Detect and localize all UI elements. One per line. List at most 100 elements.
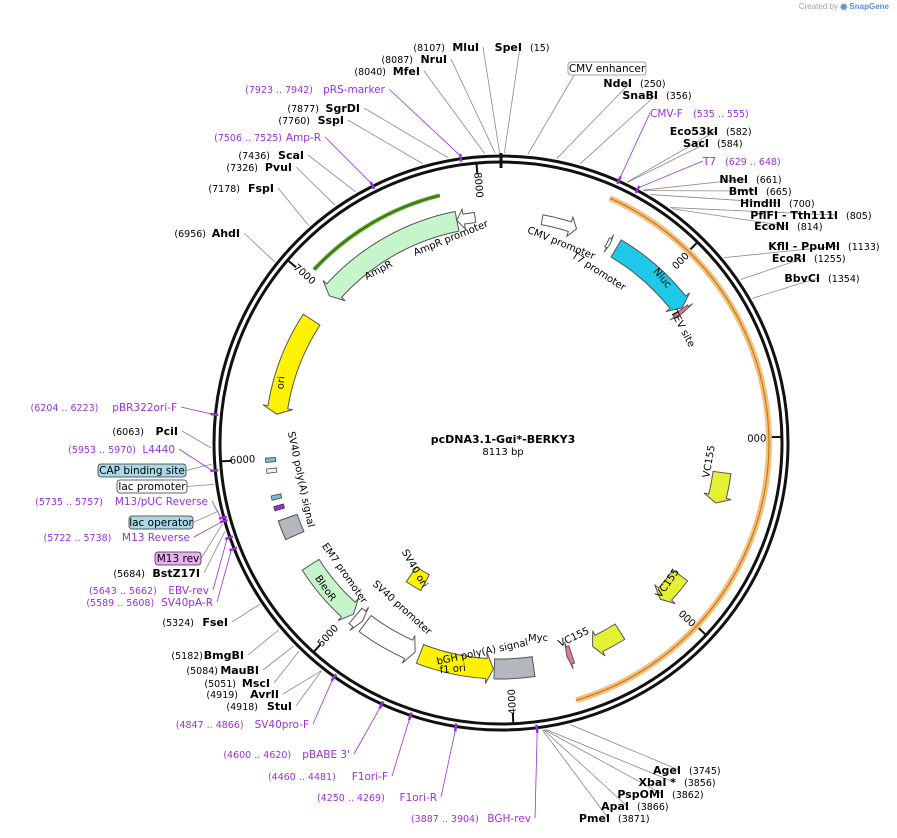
leader-primer-prs-marker	[388, 88, 461, 157]
site-pcii[interactable]: PciI(6063)	[112, 425, 178, 438]
primer-m13-reverse[interactable]: M13 Reverse(5722 .. 5738)	[44, 532, 190, 544]
primer-pbr322ori-f[interactable]: pBR322ori-F(6204 .. 6223)	[31, 402, 177, 414]
leader-primer-cmv-f	[619, 112, 651, 179]
site-position: (3745)	[689, 766, 721, 777]
site-apai[interactable]: ApaI(3866)	[601, 800, 669, 813]
primer-l4440-mark	[210, 468, 219, 473]
site-scai[interactable]: ScaI(7436)	[238, 149, 304, 162]
boxed-label-lac-promoter[interactable]: lac promoter	[116, 479, 188, 494]
boxed-label-frame	[97, 463, 187, 478]
site-xbai[interactable]: XbaI *(3856)	[639, 776, 716, 789]
site-sgrdi[interactable]: SgrDI(7877)	[287, 102, 360, 115]
site-pflfi-tth111i[interactable]: PflFI - Tth111I(805)	[750, 209, 871, 222]
site-position: (7760)	[278, 116, 310, 127]
site-pmei[interactable]: PmeI(3871)	[579, 812, 650, 825]
site-eco53ki[interactable]: Eco53kI(582)	[670, 125, 752, 138]
feature-tev-site-3[interactable]	[669, 303, 694, 321]
primer-range: (5953 .. 5970)	[68, 445, 136, 456]
feature-vc155-5[interactable]	[654, 569, 689, 605]
tick-1000	[689, 241, 699, 251]
site-pvui[interactable]: PvuI(7326)	[226, 161, 292, 174]
primer-ebv-rev-mark	[224, 535, 234, 541]
site-position: (6956)	[174, 229, 206, 240]
site-position: (1354)	[828, 274, 860, 285]
primer-pbabe-3[interactable]: pBABE 3'(4600 .. 4620)	[223, 749, 350, 761]
site-fsei[interactable]: FseI(5324)	[162, 616, 228, 629]
site-avrii[interactable]: AvrII(4919)	[206, 688, 279, 701]
site-maubi[interactable]: MauBI(5084)	[186, 664, 259, 677]
site-agei[interactable]: AgeI(3745)	[653, 764, 721, 777]
boxed-label-cap-binding-site[interactable]: CAP binding site	[97, 463, 187, 478]
leader-site-ndei	[556, 82, 631, 159]
feature-vc155-4[interactable]	[703, 470, 732, 504]
site-fspi[interactable]: FspI(7178)	[208, 182, 274, 195]
primer-f1ori-f[interactable]: F1ori-F(4460 .. 4481)	[268, 771, 388, 783]
primer-f1ori-f-mark	[407, 712, 413, 721]
feature-t7-promoter-1[interactable]	[603, 234, 615, 253]
site-snabi[interactable]: SnaBI(356)	[622, 89, 691, 102]
feature-em7-promoter-12[interactable]	[348, 606, 370, 632]
features	[262, 207, 732, 684]
site-nrui[interactable]: NruI(8087)	[381, 53, 447, 66]
feature-f1-ori-9[interactable]	[415, 643, 494, 684]
site-nhei[interactable]: NheI(661)	[719, 173, 781, 186]
site-position: (1255)	[814, 254, 846, 265]
leader-site-avrii	[282, 670, 322, 695]
feature-myc-7[interactable]	[564, 641, 576, 669]
primer-amp-r[interactable]: Amp-R(7506 .. 7525)	[214, 132, 321, 144]
primer-t7[interactable]: T7(629 .. 648)	[702, 156, 781, 168]
site-saci[interactable]: SacI(584)	[683, 137, 743, 150]
leader-site-bmgbi	[247, 629, 280, 656]
site-stui[interactable]: StuI(4918)	[226, 700, 292, 713]
primer-sv40pro-f[interactable]: SV40pro-F(4847 .. 4866)	[176, 719, 309, 731]
feature-cmv-promoter-0[interactable]	[540, 214, 578, 238]
site-kfli-ppumi[interactable]: KflI - PpuMI(1133)	[768, 240, 879, 253]
leader-site-mlui	[482, 46, 501, 154]
site-ndei[interactable]: NdeI(250)	[603, 77, 665, 90]
site-mfei[interactable]: MfeI(8040)	[354, 65, 420, 78]
feature-ampr-promoter-17[interactable]	[456, 207, 477, 231]
primer-ebv-rev[interactable]: EBV-rev(5643 .. 5662)	[89, 585, 209, 597]
site-hindiii[interactable]: HindIII(700)	[740, 197, 815, 210]
feature-sv40-poly-a-signal-14[interactable]	[277, 513, 305, 541]
site-ecori[interactable]: EcoRI(1255)	[772, 252, 846, 265]
site-sspi[interactable]: SspI(7760)	[278, 114, 344, 127]
leader-site-stui	[295, 670, 322, 707]
feature-ori-15[interactable]	[262, 313, 321, 415]
restriction-sites: SpeI(15)NdeI(250)SnaBI(356)Eco53kI(582)S…	[112, 41, 879, 825]
site-bbvci[interactable]: BbvCI(1354)	[784, 272, 859, 285]
site-msci[interactable]: MscI(5051)	[204, 677, 270, 690]
feature-vc155-6[interactable]	[592, 623, 626, 657]
feature-bgh-poly-a-signal-8[interactable]	[493, 656, 536, 680]
feature-ampr-16[interactable]	[322, 210, 460, 302]
boxed-label-lac-operator[interactable]: lac operator	[128, 515, 193, 530]
primer-bgh-rev[interactable]: BGH-rev(3887 .. 3904)	[411, 813, 531, 825]
leader-box-m13-rev	[200, 523, 223, 559]
feature-sv40-ori-11[interactable]	[405, 566, 430, 592]
primer-m13-puc-reverse[interactable]: M13/pUC Reverse(5735 .. 5757)	[35, 496, 208, 508]
primer-f1ori-r[interactable]: F1ori-R(4250 .. 4269)	[317, 792, 437, 804]
site-position: (814)	[797, 222, 823, 233]
site-bmti[interactable]: BmtI(665)	[729, 185, 792, 198]
site-econi[interactable]: EcoNI(814)	[754, 220, 822, 233]
primer-sv40pa-r[interactable]: SV40pA-R(5589 .. 5608)	[86, 597, 213, 609]
boxed-label-m13-rev[interactable]: M13 rev	[154, 551, 202, 566]
feature-label-ori: ori	[275, 376, 287, 390]
site-bstz17i[interactable]: BstZ17I(5684)	[113, 567, 200, 580]
feature-bleor-13[interactable]	[301, 558, 359, 622]
primer-name: F1ori-R	[400, 792, 437, 804]
leader-site-apai	[543, 729, 628, 807]
site-bmgbi[interactable]: BmgBI(5182)	[171, 649, 244, 662]
boxed-label-cmv-enhancer[interactable]: CMV enhancer	[567, 61, 647, 76]
tick-3000	[697, 626, 707, 636]
feature-nluc-2[interactable]	[610, 239, 690, 313]
site-pspomi[interactable]: PspOMI(3862)	[617, 788, 703, 801]
site-ahdi[interactable]: AhdI(6956)	[174, 227, 240, 240]
site-spei[interactable]: SpeI(15)	[495, 41, 550, 54]
site-mlui[interactable]: MluI(8107)	[413, 41, 479, 54]
primer-prs-marker[interactable]: pRS-marker(7923 .. 7942)	[245, 84, 386, 96]
feature-sv40-promoter-10[interactable]	[358, 614, 416, 664]
primer-cmv-f[interactable]: CMV-F(535 .. 555)	[650, 108, 749, 120]
primer-name: BGH-rev	[487, 813, 531, 825]
primer-l4440[interactable]: L4440(5953 .. 5970)	[68, 444, 175, 456]
